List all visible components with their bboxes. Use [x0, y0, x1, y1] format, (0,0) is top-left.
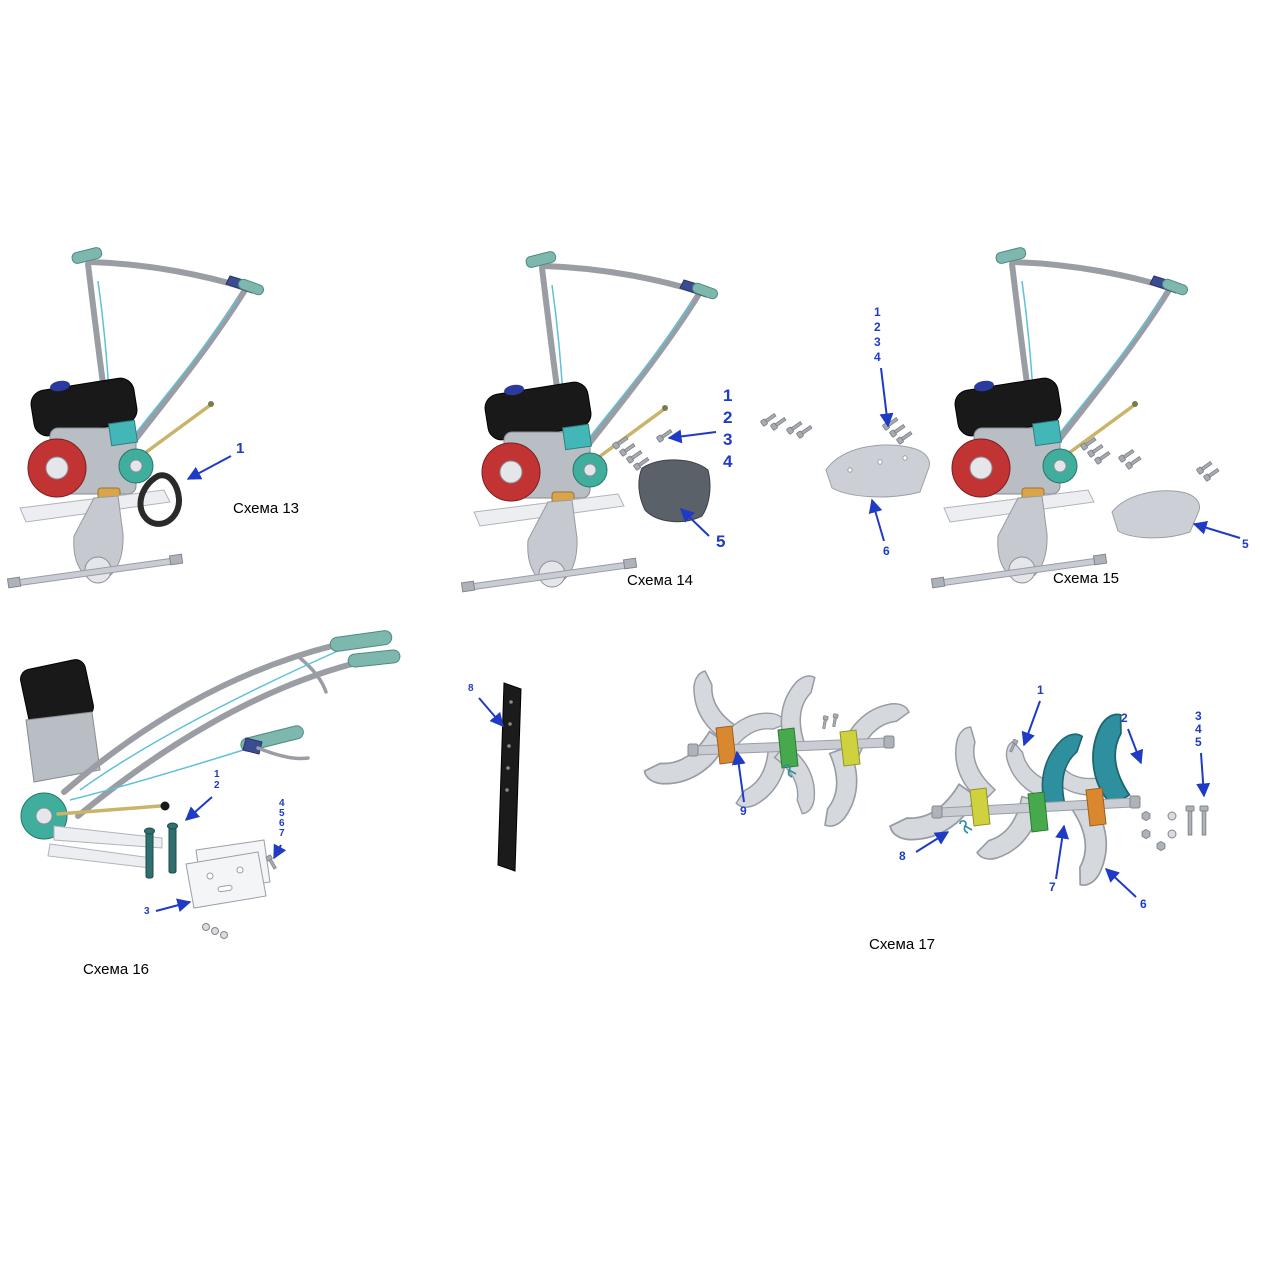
locking-pins-16: [144, 822, 178, 879]
rod-knob-16: [160, 801, 170, 811]
callout-s16-4: 4: [279, 798, 285, 809]
callout-arrow-s17-2: [1127, 728, 1144, 765]
guard-plate-right-15: [1111, 490, 1200, 539]
schema-17-arrows: [731, 700, 1211, 898]
callout-s16-5: 5: [279, 808, 285, 819]
callout-arrow-s17-9: [731, 750, 746, 803]
guard-hole: [877, 459, 883, 465]
callout-arrow-s15-6: [868, 498, 885, 542]
callout-arrow-s15-5: [1192, 520, 1241, 539]
callout-s16-6: 6: [279, 818, 285, 829]
callout-arrow-s17-7: [1055, 824, 1070, 880]
callout-arrow-s14-1234: [667, 429, 717, 444]
schema-13-label: Схема 13: [233, 500, 300, 517]
belt-guard-part-14: [638, 459, 711, 523]
callout-s17-6: 6: [1140, 897, 1147, 911]
callout-s17-5: 5: [1195, 735, 1202, 749]
frame-plate-16b: [47, 843, 153, 869]
schema-14-figure: [462, 251, 814, 592]
screws-cluster-14-right: [759, 411, 814, 439]
callout-s16-8: 8: [468, 683, 474, 694]
pulley-center-16: [35, 807, 53, 825]
callout-s17-7: 7: [1049, 880, 1056, 894]
schema-13-figure: [8, 247, 265, 588]
callout-s15-6: 6: [883, 544, 890, 558]
callout-s17-4: 4: [1195, 722, 1202, 736]
guard-plate-left-15: [825, 444, 930, 498]
guard-hole: [902, 455, 908, 461]
callout-arrow-s16-8: [478, 697, 504, 728]
callout-arrow-s14-5: [679, 508, 710, 537]
callout-s14-5: 5: [716, 532, 726, 551]
hub-yellow-left: [839, 729, 861, 767]
callout-s17-2: 2: [1121, 711, 1128, 725]
cotter-pin-left: [783, 764, 797, 778]
guard-hole: [847, 467, 853, 473]
strap-part-13: [137, 472, 182, 527]
hardware-set-17: [1141, 805, 1209, 851]
callout-s15-4: 4: [874, 350, 881, 364]
callout-arrow-s13-1: [186, 455, 232, 480]
hub-orange-left: [715, 725, 737, 765]
hub-green-right: [1027, 791, 1049, 833]
callout-arrow-s17-1: [1021, 700, 1041, 747]
mounting-bracket-16: [185, 839, 271, 909]
callout-arrow-s16-12: [184, 796, 213, 821]
callout-s15-1: 1: [874, 305, 881, 319]
throttle-rod-16: [56, 804, 162, 816]
callout-s14-2: 2: [723, 408, 733, 427]
callout-s17-3: 3: [1195, 709, 1202, 723]
engine-block-16: [25, 711, 101, 783]
hub-orange-right: [1085, 787, 1107, 827]
callout-arrow-s17-6: [1104, 868, 1137, 898]
hub-yellow-right: [969, 787, 991, 827]
callout-s15-3: 3: [874, 335, 881, 349]
tiller-blades-left-17: [641, 668, 912, 830]
callout-s14-1: 1: [723, 386, 733, 405]
schema-15-figure: [825, 247, 1241, 588]
callout-s14-4: 4: [723, 452, 733, 471]
callout-arrow-s16-3: [155, 898, 192, 912]
callout-s17-1: 1: [1037, 683, 1044, 697]
schema-14-label: Схема 14: [627, 572, 694, 589]
schema-17-label: Схема 17: [869, 936, 936, 953]
callout-s16-3: 3: [144, 906, 150, 917]
callout-s15-5: 5: [1242, 537, 1249, 551]
schema-16-figure: [20, 630, 401, 939]
handlebar-assembly-16: [61, 630, 401, 819]
schema-15-label: Схема 15: [1053, 570, 1120, 587]
callout-s16-1: 1: [214, 769, 220, 780]
tiller-blades-right-17: [886, 710, 1209, 889]
callout-s14-3: 3: [723, 430, 733, 449]
callout-s16-7: 7: [279, 828, 285, 839]
tiller-machine-13: [8, 247, 265, 588]
frame-plate-16a: [53, 825, 163, 849]
callout-arrow-s16-4567: [273, 843, 287, 860]
callout-s16-2: 2: [214, 780, 220, 791]
callout-s13-1: 1: [236, 440, 245, 457]
tiller-machine-14: [462, 251, 719, 592]
screws-cluster-15-right: [1079, 435, 1221, 482]
cotter-pin-right: [959, 820, 973, 834]
callout-s17-8: 8: [899, 849, 906, 863]
flat-bar-part: [478, 682, 522, 872]
callout-s15-2: 2: [874, 320, 881, 334]
washers-16: [202, 923, 228, 939]
schema-16-label: Схема 16: [83, 961, 150, 978]
callout-arrow-s17-8: [915, 831, 950, 853]
callout-s17-9: 9: [740, 804, 747, 818]
callout-arrow-s17-345: [1196, 752, 1211, 798]
hub-green-left: [777, 727, 799, 769]
callout-arrow-s15-1234: [879, 367, 894, 428]
